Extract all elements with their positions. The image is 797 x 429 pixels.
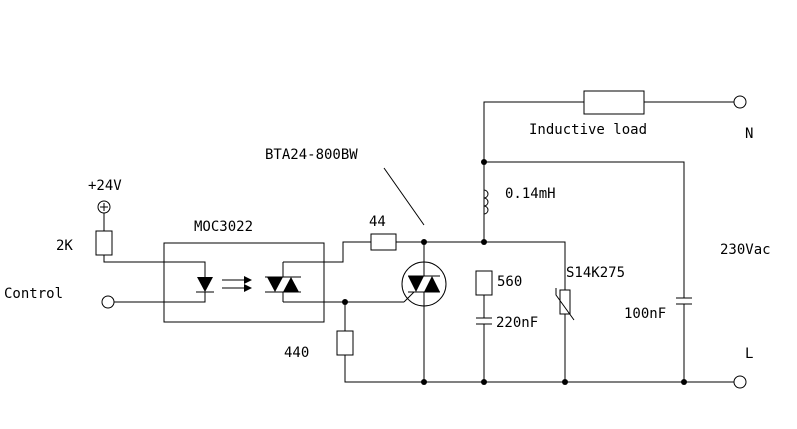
control-terminal[interactable] [101,295,115,309]
label-r-440: 440 [284,345,309,361]
resistor-440 [336,330,354,356]
wire [484,241,566,290]
terminal-n[interactable] [733,95,747,109]
triac-gate [403,291,415,303]
label-optocoupler: MOC3022 [194,219,253,235]
opto-triac [265,262,301,302]
label-load: Inductive load [529,122,647,138]
junction-dots [342,159,687,385]
label-terminal-n: N [745,126,753,142]
label-r-2k: 2K [56,238,73,254]
label-c-100nf: 100nF [624,306,666,322]
triac-element [424,276,440,292]
wire [483,101,584,242]
label-r-560: 560 [497,274,522,290]
label-mains: 230Vac [720,242,771,258]
wire [484,161,685,298]
label-supply: +24V [88,178,122,194]
terminal-l[interactable] [733,375,747,389]
label-control: Control [4,286,63,302]
label-inductor: 0.14mH [505,186,556,202]
wire [283,241,371,263]
label-triac: BTA24-800BW [265,147,358,163]
wire [344,355,734,383]
label-varistor: S14K275 [566,265,625,281]
triac-element [408,276,424,292]
inductor [483,189,489,215]
resistor-44 [370,233,397,251]
optocoupler-box [163,242,325,323]
label-terminal-l: L [745,346,753,362]
wire [103,255,206,277]
inductive-load [583,90,645,115]
varistor-slash [555,288,575,321]
resistor-560 [475,270,493,296]
wire [114,292,206,303]
triac-leader-line [383,167,425,226]
resistor-2k [95,230,113,256]
supply-terminal [97,200,111,214]
optical-arrows [222,276,252,292]
label-r-44: 44 [369,214,386,230]
led-diode [196,277,214,293]
label-c-220nf: 220nF [496,315,538,331]
